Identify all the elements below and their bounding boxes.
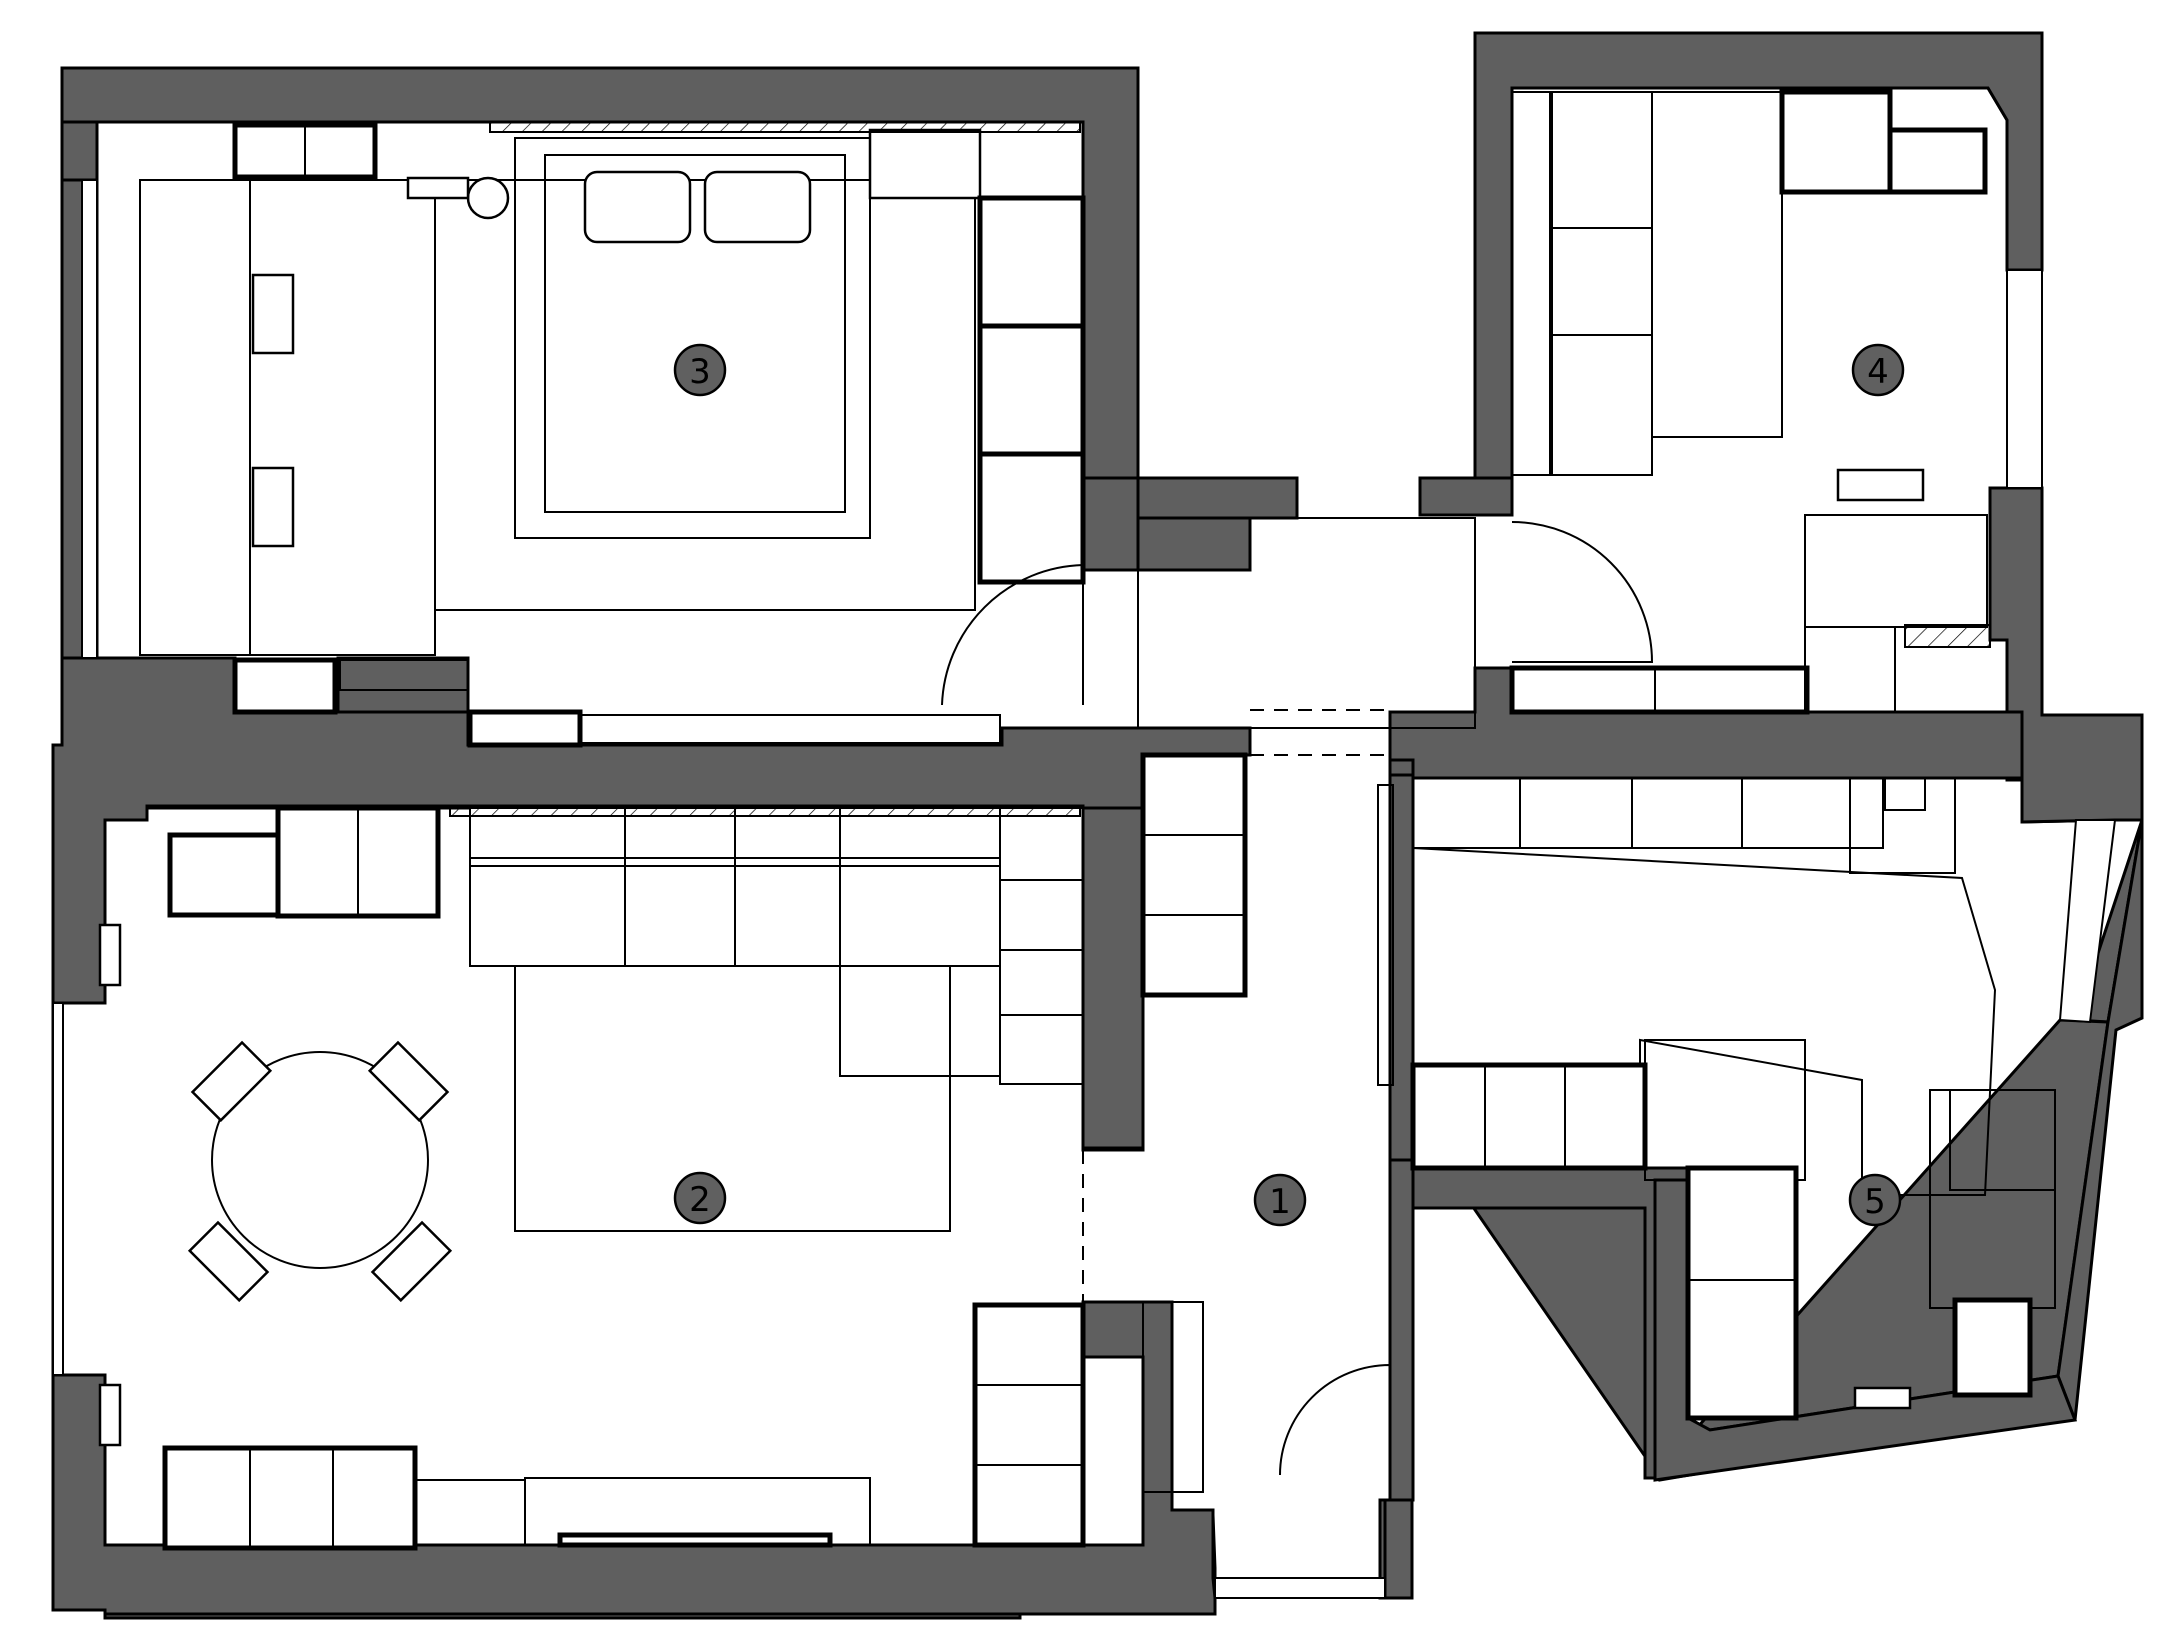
radiator-room-5 [1853,1386,1912,1410]
rug-room-2 [514,965,951,1232]
dining-table [211,1051,429,1269]
nightstand-left [406,176,470,200]
corridor-floor [1137,517,1476,729]
dining-chair-nw [190,1040,273,1123]
window-room-3-west [81,179,98,659]
sofa-chaise-room-2 [839,965,1001,1077]
bed-mattress [544,154,846,513]
dining-chair-se [370,1220,453,1303]
wall-room-3-right-lower [1081,476,1140,572]
cabinet-room-4-top-2 [1887,127,1988,195]
cabinet-room-4-bottom-right [1804,626,1896,713]
wall-divider-2-1 [1081,806,1145,1150]
wardrobe-right-3 [977,451,1086,585]
shelves-room-1-top [1140,752,1248,998]
mirror-room-1 [1377,784,1394,1086]
cabinet-room-2-bottom [162,1445,418,1551]
room-marker-1: 1 [1253,1173,1307,1227]
sofa-room-5-back [1949,1089,2056,1191]
nightstand-right [868,128,982,200]
bench-room-3 [249,179,436,656]
wall-room-1-bottom-right [1383,1498,1414,1600]
window-room-1-south [1214,1577,1386,1599]
cabinet-room-3-bottom [232,657,338,715]
room-label-5: 5 [1864,1182,1886,1222]
pillow-2 [703,170,812,244]
bench-room-2-bottom [414,1479,526,1546]
cabinet-room-4-top-1 [1779,89,1893,195]
door-room-1-entry [1279,1363,1391,1476]
tall-cabinets-room-5 [1685,1165,1799,1421]
window-room-2-west [52,1002,64,1376]
dining-chair-ne [367,1040,450,1123]
daybed-room-4 [1651,91,1783,438]
wall-room-1-right-low [1388,1158,1477,1502]
pillow-1 [583,170,692,244]
chair-room-3-1 [251,273,295,355]
tv-unit-room-3 [579,714,1001,744]
room-marker-2: 2 [673,1171,727,1225]
shelves-room-4-bottom [1509,665,1810,715]
stove-burner [1884,777,1926,811]
stove-room-5 [1849,777,1956,874]
wall-room-4-top [1473,31,2044,480]
desk-room-4 [1804,514,1988,628]
chair-room-3-2 [251,466,295,548]
chair-room-4 [1836,468,1925,502]
cabinets-room-5-left [1410,1062,1648,1171]
shelves-room-2-right [999,807,1084,1085]
cabinet-room-2-top-1 [167,832,283,918]
rail-room-2 [449,807,1081,817]
wall-room-3-left-top [60,120,99,182]
desk-room-3 [139,179,251,656]
room-label-2: 2 [689,1180,711,1220]
room-label-3: 3 [689,352,711,392]
room-5-furniture [1410,777,2056,1421]
door-room-3 [941,563,1084,706]
room-1-furniture [1082,517,1654,1493]
room-marker-4: 4 [1851,343,1905,397]
sofa-room-4-back [1511,91,1553,476]
room-label-1: 1 [1269,1182,1291,1222]
side-lamp [466,176,510,220]
windows [52,179,2117,1599]
shelves-room-2-bottom-right [972,1302,1086,1548]
shelf-room-3-bottom [339,659,469,691]
bench-room-1 [1142,1301,1204,1493]
heater-room-4 [1904,624,1991,648]
tv-room-2 [557,1532,833,1548]
headboard-rail [489,121,1081,133]
radiator-room-2-2 [98,1383,122,1447]
room-2-furniture [98,805,1086,1551]
door-room-4 [1511,521,1654,663]
sofa-room-4 [1549,91,1653,476]
room-marker-5: 5 [1848,1173,1902,1227]
wardrobe-right-1 [977,195,1086,329]
room-markers: 1 2 3 4 5 [673,343,1905,1227]
room-4-furniture [1509,89,1991,715]
drawers-room-3-bottom [467,709,583,748]
cabinet-room-5-bottom-right [1952,1297,2033,1398]
window-room-5-east [2058,819,2117,1024]
room-marker-3: 3 [673,343,727,397]
wall-room-4-right-low [1988,486,2144,824]
radiator-room-2-1 [98,923,122,987]
island-room-5 [1644,1039,1806,1181]
window-room-4-east [2006,269,2043,489]
bed-frame [514,137,871,539]
wall-room-4-left-stub [1418,476,1514,517]
wardrobe-right-2 [977,323,1086,457]
wall-room-3-stub [1136,476,1299,520]
counter-room-5-top [1412,777,1884,849]
dining-chair-sw [187,1220,270,1303]
room-3-furniture [139,121,1086,748]
room-label-4: 4 [1867,352,1889,392]
